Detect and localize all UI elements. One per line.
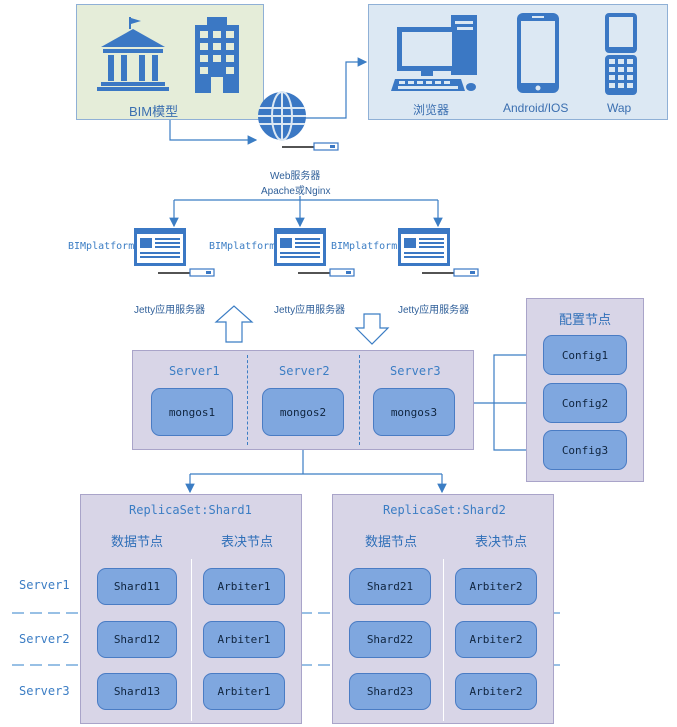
mongos-node-2: mongos2	[262, 388, 344, 436]
config-node-2: Config2	[543, 383, 627, 423]
arbiter-node-heading: 表决节点	[475, 534, 528, 549]
shard-data-node: Shard11	[97, 568, 177, 605]
server-unit-icon	[422, 268, 479, 277]
server-title-3: Server3	[390, 364, 441, 378]
office-building-icon	[195, 17, 239, 93]
app-server-1	[134, 228, 215, 288]
shard-data-node: Shard12	[97, 621, 177, 658]
web-server-unit-icon	[282, 142, 339, 151]
config-panel-title: 配置节点	[559, 312, 612, 327]
client-label-wap: Wap	[607, 101, 632, 115]
arbiter-node-heading: 表决节点	[221, 534, 274, 549]
server-divider	[359, 355, 360, 445]
app-platform-label-1: BIMplatform	[68, 241, 135, 252]
app-server-label-2: Jetty应用服务器	[274, 305, 346, 316]
app-platform-label-3: BIMplatform	[331, 241, 398, 252]
bim-model-label: BIM模型	[129, 104, 179, 119]
arbiter-node: Arbiter2	[455, 673, 537, 710]
web-page-icon	[274, 228, 326, 266]
shard-column-divider	[443, 559, 444, 721]
shard-data-node: Shard23	[349, 673, 431, 710]
shard-data-node: Shard22	[349, 621, 431, 658]
museum-icon	[97, 17, 169, 91]
app-server-label-3: Jetty应用服务器	[398, 305, 470, 316]
row-label-server2: Server2	[19, 632, 70, 646]
replica-set-shard2-panel: ReplicaSet:Shard2 数据节点 表决节点 Shard21 Arbi…	[332, 494, 554, 724]
web-page-icon	[398, 228, 450, 266]
server-unit-icon	[158, 268, 215, 277]
desktop-computer-icon	[391, 15, 477, 91]
web-page-icon	[134, 228, 186, 266]
server-title-1: Server1	[169, 364, 220, 378]
replica-set-title: ReplicaSet:Shard2	[383, 503, 506, 517]
arbiter-node: Arbiter2	[455, 621, 537, 658]
web-server-software-label: Apache或Nginx	[261, 186, 331, 197]
data-node-heading: 数据节点	[365, 534, 418, 549]
arbiter-node: Arbiter1	[203, 568, 285, 605]
mongos-server-panel: Server1 Server2 Server3 mongos1 mongos2 …	[132, 350, 474, 450]
globe-icon	[258, 91, 306, 141]
arbiter-node: Arbiter1	[203, 621, 285, 658]
mongos-node-3: mongos3	[373, 388, 455, 436]
row-label-server1: Server1	[19, 578, 70, 592]
client-label-browser: 浏览器	[413, 103, 450, 117]
smartphone-icon	[517, 13, 559, 93]
row-label-server3: Server3	[19, 684, 70, 698]
arbiter-node: Arbiter1	[203, 673, 285, 710]
app-server-label-1: Jetty应用服务器	[134, 305, 206, 316]
server-divider	[247, 355, 248, 445]
shard-data-node: Shard13	[97, 673, 177, 710]
config-node-1: Config1	[543, 335, 627, 375]
server-title-2: Server2	[279, 364, 330, 378]
arbiter-node: Arbiter2	[455, 568, 537, 605]
app-platform-label-2: BIMplatform	[209, 241, 276, 252]
replica-set-shard1-panel: ReplicaSet:Shard1 数据节点 表决节点 Shard11 Arbi…	[80, 494, 302, 724]
app-server-2	[274, 228, 355, 288]
web-server-label: Web服务器	[270, 171, 321, 182]
config-node-panel: 配置节点 Config1 Config2 Config3	[526, 298, 644, 482]
client-label-android-ios: Android/IOS	[503, 101, 569, 115]
shard-column-divider	[191, 559, 192, 721]
feature-phone-icon	[605, 13, 637, 95]
mongos-node-1: mongos1	[151, 388, 233, 436]
bim-model-panel: BIM模型	[76, 4, 264, 120]
server-unit-icon	[298, 268, 355, 277]
config-node-3: Config3	[543, 430, 627, 470]
shard-data-node: Shard21	[349, 568, 431, 605]
data-node-heading: 数据节点	[111, 534, 164, 549]
client-panel: 浏览器 Android/IOS Wap	[368, 4, 668, 120]
replica-set-title: ReplicaSet:Shard1	[129, 503, 252, 517]
app-server-3	[398, 228, 479, 288]
